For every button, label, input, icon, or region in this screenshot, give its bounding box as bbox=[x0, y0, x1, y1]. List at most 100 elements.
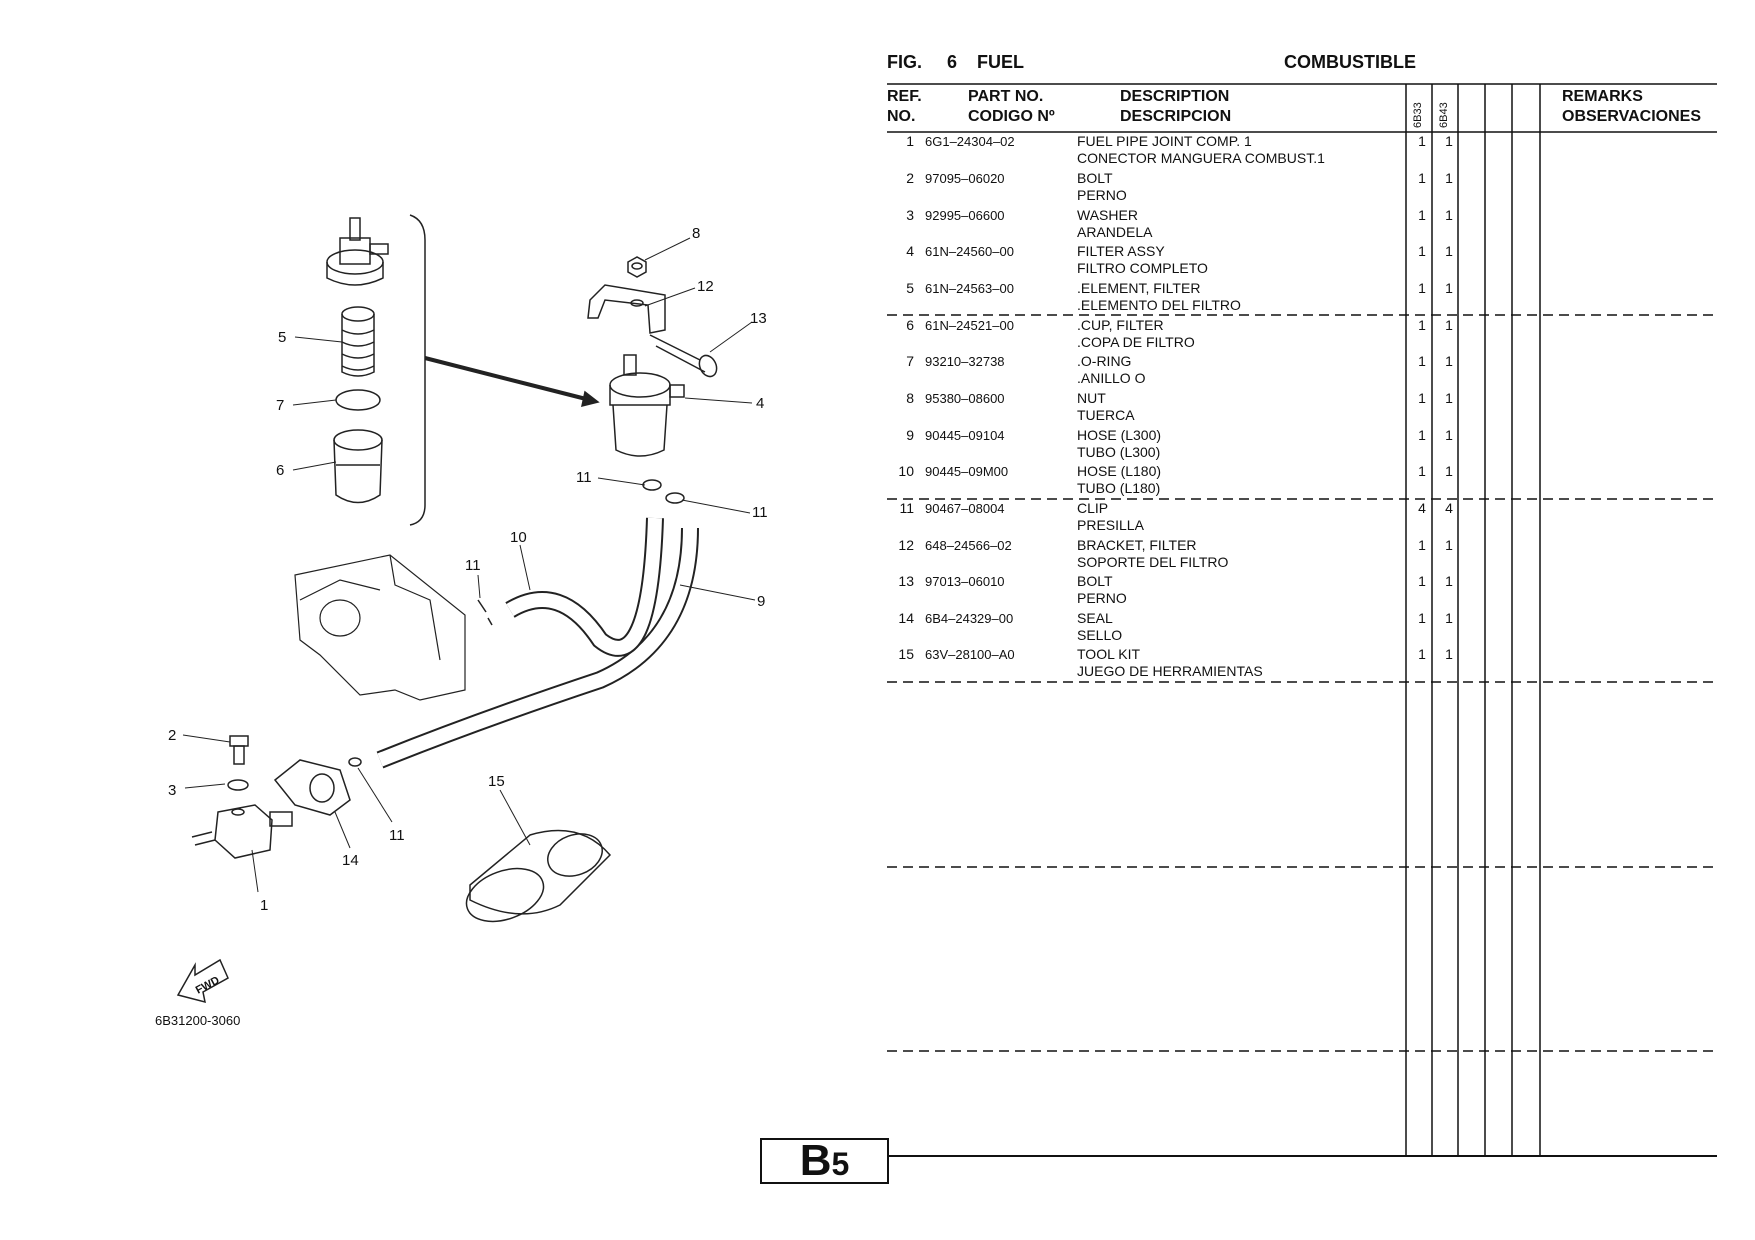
callout-11d: 11 bbox=[389, 827, 405, 844]
clip-part bbox=[665, 492, 685, 504]
desc-es: SOPORTE DEL FILTRO bbox=[1077, 554, 1229, 570]
engine-carburetor-outline bbox=[294, 554, 466, 701]
desc-es: ARANDELA bbox=[1077, 224, 1153, 240]
fuel-joint-part bbox=[191, 804, 293, 859]
ref-no: 13 bbox=[898, 573, 914, 589]
page-number-box: B5 bbox=[760, 1138, 889, 1184]
desc-es: TUBO (L300) bbox=[1077, 444, 1161, 460]
qty-model-2: 1 bbox=[1445, 463, 1453, 479]
part-no: 92995–06600 bbox=[925, 208, 1005, 223]
callout-3: 3 bbox=[168, 782, 176, 799]
qty-model-2: 1 bbox=[1445, 427, 1453, 443]
desc-en: SEAL bbox=[1077, 610, 1113, 626]
desc-es: PERNO bbox=[1077, 590, 1127, 606]
diagram-code: 6B31200-3060 bbox=[155, 1013, 241, 1028]
ref-no: 3 bbox=[906, 207, 914, 223]
part-no: 61N–24563–00 bbox=[925, 281, 1014, 296]
page-letter: B bbox=[799, 1136, 832, 1185]
group-brace bbox=[409, 214, 426, 526]
part-no: 90445–09M00 bbox=[925, 464, 1009, 479]
qty-model-2: 1 bbox=[1445, 353, 1453, 369]
ref-no: 4 bbox=[906, 243, 914, 259]
seal-part bbox=[273, 759, 351, 816]
desc-en: FUEL PIPE JOINT COMP. 1 bbox=[1077, 133, 1252, 149]
callout-1: 1 bbox=[260, 897, 268, 914]
qty-model-2: 1 bbox=[1445, 207, 1453, 223]
part-no: 61N–24521–00 bbox=[925, 318, 1014, 333]
ref-no: 8 bbox=[906, 390, 914, 406]
qty-model-2: 1 bbox=[1445, 390, 1453, 406]
header-ref: REF.NO. bbox=[887, 88, 922, 125]
desc-en: FILTER ASSY bbox=[1077, 243, 1165, 259]
model-column-1: 6B33 bbox=[1412, 102, 1424, 128]
qty-model-1: 1 bbox=[1418, 317, 1426, 333]
desc-es: JUEGO DE HERRAMIENTAS bbox=[1077, 663, 1263, 679]
desc-en: NUT bbox=[1077, 390, 1106, 406]
fig-label: FIG. bbox=[887, 52, 922, 72]
part-no: 90467–08004 bbox=[925, 501, 1005, 516]
desc-es: TUBO (L180) bbox=[1077, 480, 1161, 496]
filter-bracket-part bbox=[587, 284, 666, 334]
page-number: 5 bbox=[831, 1146, 850, 1182]
fig-title-en: FUEL bbox=[977, 52, 1024, 72]
part-no: 97013–06010 bbox=[925, 574, 1005, 589]
callout-15: 15 bbox=[488, 773, 505, 790]
ref-no: 9 bbox=[906, 427, 914, 443]
callout-14: 14 bbox=[342, 852, 359, 869]
ref-no: 6 bbox=[906, 317, 914, 333]
qty-model-2: 1 bbox=[1445, 610, 1453, 626]
desc-en: .O-RING bbox=[1077, 353, 1132, 369]
bolt-2-part bbox=[229, 735, 249, 765]
desc-en: WASHER bbox=[1077, 207, 1138, 223]
qty-model-2: 1 bbox=[1445, 646, 1453, 662]
callout-2: 2 bbox=[168, 727, 176, 744]
desc-es: .ANILLO O bbox=[1077, 370, 1146, 386]
ref-no: 1 bbox=[906, 133, 914, 149]
filter-head-part bbox=[326, 217, 389, 286]
qty-model-2: 1 bbox=[1445, 133, 1453, 149]
callout-11b: 11 bbox=[752, 504, 768, 521]
desc-es: .ELEMENTO DEL FILTRO bbox=[1077, 297, 1241, 313]
ref-no: 11 bbox=[899, 500, 914, 516]
qty-model-1: 4 bbox=[1418, 500, 1426, 516]
exploded-parts-diagram: 5 7 6 8 12 13 4 11 11 10 9 11 2 3 1 14 1… bbox=[168, 214, 768, 1004]
desc-es: TUERCA bbox=[1077, 407, 1135, 423]
desc-es: PERNO bbox=[1077, 187, 1127, 203]
header-part-no: PART NO.CODIGO Nº bbox=[968, 88, 1055, 125]
ref-no: 12 bbox=[898, 537, 914, 553]
part-no: 93210–32738 bbox=[925, 354, 1005, 369]
qty-model-1: 1 bbox=[1418, 207, 1426, 223]
ref-no: 15 bbox=[898, 646, 914, 662]
callout-4: 4 bbox=[756, 395, 764, 412]
callout-7: 7 bbox=[276, 397, 284, 414]
ref-no: 5 bbox=[906, 280, 914, 296]
qty-model-2: 4 bbox=[1445, 500, 1453, 516]
callout-5: 5 bbox=[278, 329, 286, 346]
ref-no: 14 bbox=[898, 610, 914, 626]
bolt-13-part bbox=[649, 334, 718, 378]
qty-model-2: 1 bbox=[1445, 170, 1453, 186]
nut-part bbox=[627, 256, 647, 278]
assembly-arrowhead bbox=[581, 390, 600, 408]
fig-number: 6 bbox=[947, 52, 958, 72]
qty-model-1: 1 bbox=[1418, 573, 1426, 589]
qty-model-1: 1 bbox=[1418, 280, 1426, 296]
forward-arrow-icon bbox=[176, 958, 229, 1004]
callout-11a: 11 bbox=[576, 469, 592, 486]
part-no: 6G1–24304–02 bbox=[925, 134, 1015, 149]
filter-assembly-part bbox=[609, 354, 685, 457]
qty-model-1: 1 bbox=[1418, 353, 1426, 369]
part-no: 97095–06020 bbox=[925, 171, 1005, 186]
